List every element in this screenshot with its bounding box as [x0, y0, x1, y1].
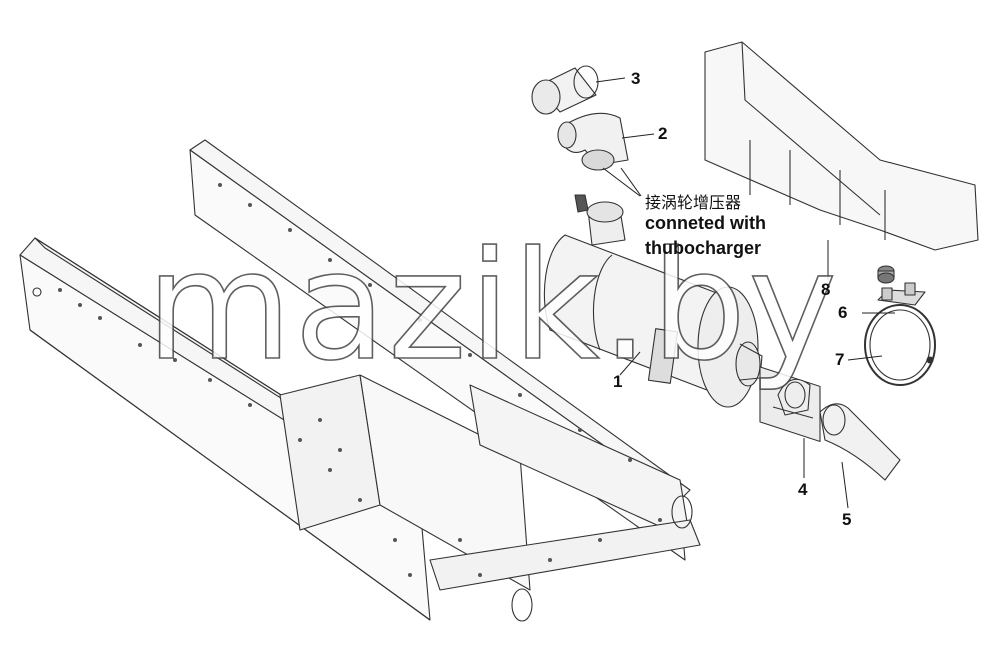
outlet-pipe [819, 403, 901, 481]
part-number-5: 5 [842, 510, 852, 529]
elbow-hose [557, 112, 629, 171]
truck-frame [19, 139, 701, 622]
rubber-grommet [877, 265, 895, 284]
gasket [772, 378, 814, 419]
annotation-english-line1: conneted with [645, 213, 766, 233]
part-number-7: 7 [835, 350, 845, 369]
part-number-8: 8 [821, 280, 831, 299]
annotation-english-line2: thubocharger [645, 238, 762, 258]
part-number-1: 1 [613, 372, 623, 391]
part-number-2: 2 [658, 124, 668, 143]
straight-hose [531, 65, 599, 115]
leader-lines [595, 77, 895, 509]
part-number-6: 6 [838, 303, 848, 322]
annotation-chinese: 接涡轮增压器 [645, 193, 742, 212]
clamp-band [864, 282, 936, 386]
part-number-3: 3 [631, 69, 641, 88]
part-number-4: 4 [798, 480, 808, 499]
